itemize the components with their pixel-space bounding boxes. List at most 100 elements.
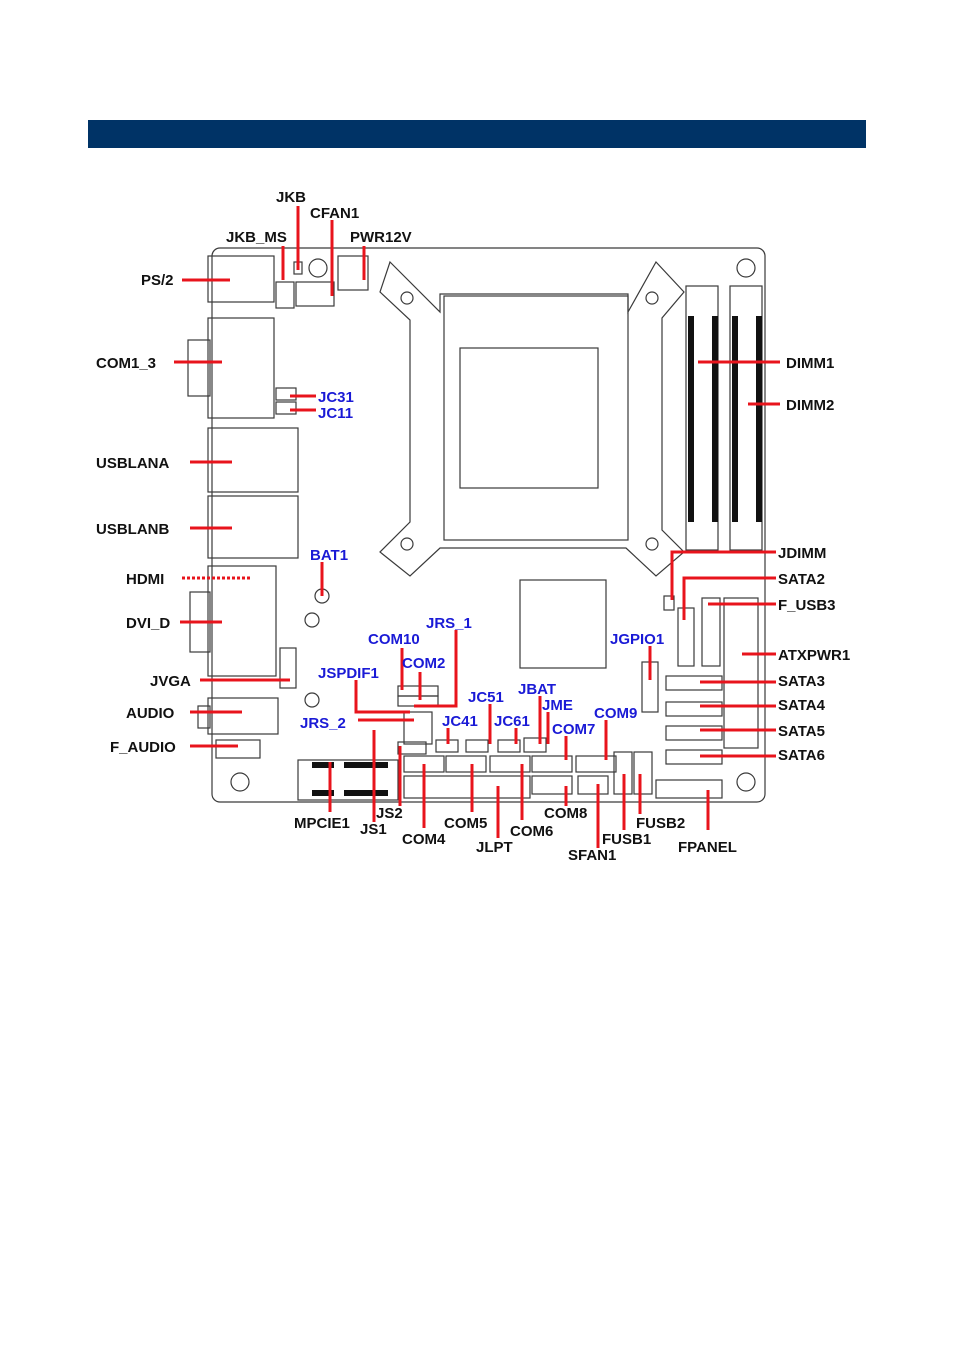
board-outline <box>211 247 766 803</box>
label-jrs-1: JRS_1 <box>426 615 472 632</box>
mpcie1-contacts-3 <box>312 790 334 796</box>
dimm2-contacts-lower-b <box>756 452 762 522</box>
label-f-audio: F_AUDIO <box>110 739 176 756</box>
label-fusb2: FUSB2 <box>636 815 685 832</box>
cpu-retention-frame <box>379 260 685 577</box>
dimm1-contacts-lower-b <box>712 452 718 522</box>
jme-jbat-header <box>523 737 547 753</box>
label-com2: COM2 <box>402 655 445 672</box>
com1-3-connector <box>207 317 275 419</box>
audio-connector-flange <box>197 705 211 729</box>
label-jlpt: JLPT <box>476 839 513 856</box>
pwr12v-connector <box>337 255 369 291</box>
jc51-header <box>465 739 489 753</box>
label-sfan1: SFAN1 <box>568 847 616 864</box>
jkb-ms-header <box>275 281 295 309</box>
jvga-header <box>279 647 297 689</box>
label-jkb: JKB <box>276 189 306 206</box>
label-usblana: USBLANA <box>96 455 169 472</box>
com7-header <box>531 755 573 773</box>
label-f-usb3: F_USB3 <box>778 597 836 614</box>
fusb2-header <box>633 751 653 795</box>
label-com8: COM8 <box>544 805 587 822</box>
dimm2-contacts-lower <box>732 452 738 522</box>
sata5-connector <box>665 725 723 741</box>
label-js2: JS2 <box>376 805 403 822</box>
label-js1: JS1 <box>360 821 387 838</box>
label-fusb1: FUSB1 <box>602 831 651 848</box>
label-atxpwr1: ATXPWR1 <box>778 647 850 664</box>
f-usb3-header <box>701 597 721 667</box>
label-sata3: SATA3 <box>778 673 825 690</box>
label-audio: AUDIO <box>126 705 175 722</box>
label-dimm2: DIMM2 <box>786 397 834 414</box>
section-header-bar <box>88 120 866 148</box>
label-jc41: JC41 <box>442 713 478 730</box>
sata2-connector <box>677 607 695 667</box>
label-cfan1: CFAN1 <box>310 205 359 222</box>
label-jrs-2: JRS_2 <box>300 715 346 732</box>
mpcie1-contacts-1 <box>312 762 334 768</box>
label-sata6: SATA6 <box>778 747 825 764</box>
audio-connector <box>207 697 279 735</box>
cfan1-header <box>295 281 335 307</box>
sata4-connector <box>665 701 723 717</box>
cooler-hole-1 <box>400 291 414 305</box>
label-jkb-ms: JKB_MS <box>226 229 287 246</box>
label-bat1: BAT1 <box>310 547 348 564</box>
label-com6: COM6 <box>510 823 553 840</box>
com1-3-connector-flange <box>187 339 211 397</box>
label-usblanb: USBLANB <box>96 521 169 538</box>
cooler-hole-2 <box>645 291 659 305</box>
jdimm-leader <box>670 550 776 600</box>
label-com7: COM7 <box>552 721 595 738</box>
label-com9: COM9 <box>594 705 637 722</box>
mount-hole-top-right <box>736 258 756 278</box>
js-header <box>397 741 427 755</box>
label-dvi-d: DVI_D <box>126 615 170 632</box>
label-com5: COM5 <box>444 815 487 832</box>
cpu-socket <box>443 295 629 541</box>
com6-header <box>489 755 531 773</box>
chipset <box>519 579 607 669</box>
label-ps2: PS/2 <box>141 272 174 289</box>
label-jc11: JC11 <box>318 405 353 422</box>
mpcie1-contacts-2 <box>344 762 388 768</box>
label-jc61: JC61 <box>494 713 530 730</box>
sata2-leader <box>682 576 776 620</box>
label-jspdif1: JSPDIF1 <box>318 665 379 682</box>
jdimm-header <box>663 595 675 611</box>
sfan1-header <box>577 775 609 795</box>
cooler-hole-4 <box>645 537 659 551</box>
label-jbat: JBAT <box>518 681 556 698</box>
mount-hole-bottom-left <box>230 772 250 792</box>
jc11-header <box>275 401 297 415</box>
label-sata5: SATA5 <box>778 723 825 740</box>
com10-header <box>397 685 439 697</box>
mpcie1-contacts-4 <box>344 790 388 796</box>
dimm1-contacts-upper-b <box>712 316 718 454</box>
mpcie1-slot <box>297 759 399 801</box>
label-dimm1: DIMM1 <box>786 355 834 372</box>
jspdif1-leader <box>354 680 410 714</box>
label-com1-3: COM1_3 <box>96 355 156 372</box>
label-jdimm: JDIMM <box>778 545 826 562</box>
label-jme: JME <box>542 697 573 714</box>
label-sata4: SATA4 <box>778 697 826 714</box>
label-com4: COM4 <box>402 831 446 848</box>
board-hole-2 <box>304 692 320 708</box>
com8-header <box>531 775 573 795</box>
cpu-socket-inner <box>459 347 599 489</box>
dimm1-contacts-lower <box>688 452 694 522</box>
mount-hole-bottom-right <box>736 772 756 792</box>
label-jvga: JVGA <box>150 673 191 690</box>
label-sata2: SATA2 <box>778 571 825 588</box>
com9-header <box>575 755 617 773</box>
jc61-header <box>497 739 521 753</box>
fpanel-header <box>655 779 723 799</box>
label-pwr12v: PWR12V <box>350 229 412 246</box>
dimm1-contacts-upper <box>688 316 694 454</box>
label-com10: COM10 <box>368 631 420 648</box>
f-audio-header <box>215 739 261 759</box>
